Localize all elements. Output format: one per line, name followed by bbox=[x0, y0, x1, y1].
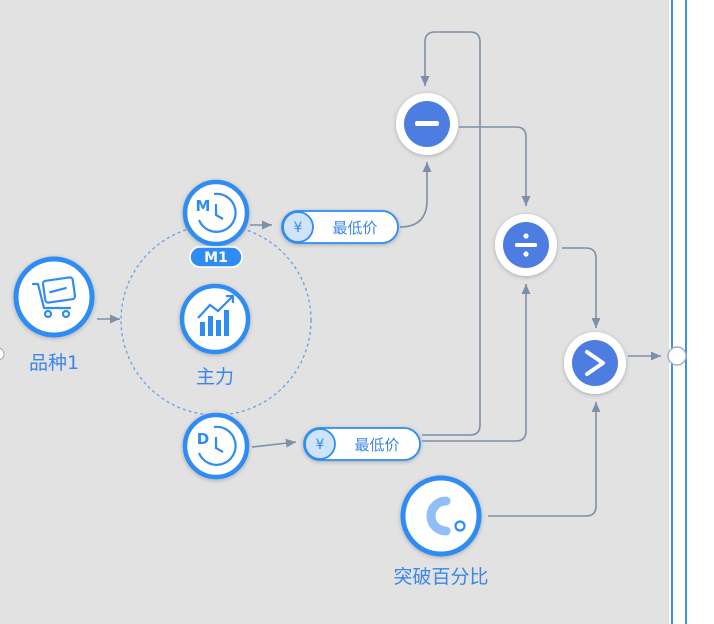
edge-divide-to-greater bbox=[562, 247, 601, 328]
output-port[interactable] bbox=[667, 346, 687, 366]
greater-than-icon bbox=[585, 350, 605, 376]
m1-badge bbox=[189, 246, 243, 268]
yen-icon bbox=[282, 211, 314, 243]
edge-lowbottom-to-minus-loop bbox=[420, 31, 481, 436]
breakout-pct-label: 突破百分比 bbox=[393, 566, 488, 588]
low-price-bottom-label: 最低价 bbox=[354, 436, 399, 454]
day-clock-node[interactable]: D bbox=[182, 412, 250, 480]
constant-c-icon bbox=[426, 496, 466, 536]
output-rail-left bbox=[671, 0, 673, 624]
divide-icon bbox=[515, 233, 537, 257]
trend-chart-icon bbox=[197, 294, 235, 336]
variety-label: 品种1 bbox=[29, 352, 79, 374]
m1-badge-label: M1 bbox=[204, 250, 228, 266]
low-price-top-node[interactable]: ¥ 最低价 bbox=[281, 210, 399, 244]
variety-node[interactable]: 品种1 bbox=[13, 256, 95, 374]
main-force-label: 主力 bbox=[196, 366, 234, 388]
yen-symbol-bottom: ¥ bbox=[316, 437, 325, 453]
output-panel bbox=[669, 0, 714, 624]
yen-icon bbox=[304, 428, 336, 460]
minute-clock-node[interactable]: M M1 bbox=[182, 179, 250, 268]
edge-dclock-to-lowprice-bottom bbox=[251, 438, 297, 448]
main-force-node[interactable]: 主力 bbox=[179, 283, 251, 388]
edge-lowbottom-to-divide bbox=[422, 284, 531, 442]
clock-m-icon: M bbox=[196, 192, 237, 233]
edge-lowtop-to-minus bbox=[399, 162, 432, 228]
yen-symbol-top: ¥ bbox=[294, 220, 303, 236]
edge-breakout-to-greater bbox=[488, 402, 601, 517]
low-price-bottom-node[interactable]: ¥ 最低价 bbox=[303, 427, 421, 461]
svg-text:D: D bbox=[197, 430, 209, 448]
clock-d-icon: D bbox=[197, 425, 237, 466]
low-price-top-label: 最低价 bbox=[332, 219, 377, 237]
minus-operator-node[interactable] bbox=[396, 93, 458, 155]
edge-minus-to-divide bbox=[459, 126, 531, 206]
cart-icon bbox=[31, 276, 77, 319]
minus-icon bbox=[415, 121, 439, 126]
edges bbox=[97, 31, 661, 517]
divide-operator-node[interactable] bbox=[495, 214, 557, 276]
output-rail-right bbox=[685, 0, 687, 624]
greater-operator-node[interactable] bbox=[564, 332, 626, 394]
input-port[interactable] bbox=[0, 347, 5, 361]
breakout-pct-node[interactable]: 突破百分比 bbox=[393, 475, 489, 588]
svg-text:M: M bbox=[196, 197, 211, 215]
